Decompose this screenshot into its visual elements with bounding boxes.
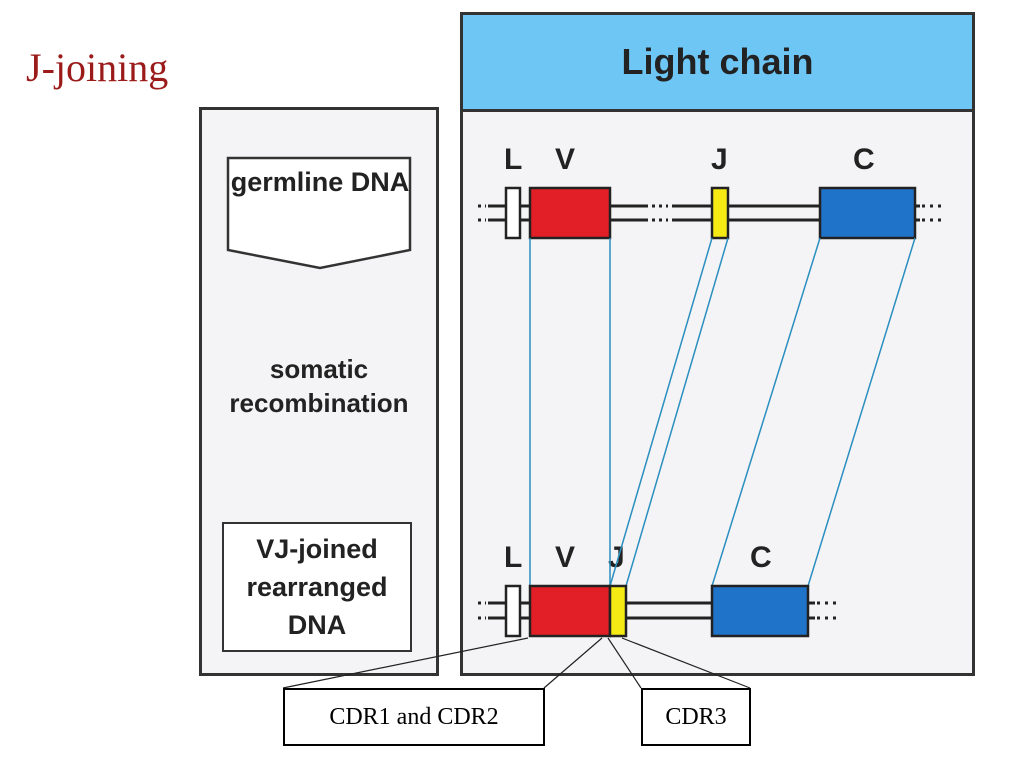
somatic-recombination-label: somatic recombination: [229, 354, 409, 418]
cdr3-callout: CDR3: [641, 688, 751, 746]
rearranged-v-segment: [528, 584, 612, 638]
germline-c-label: C: [853, 143, 875, 176]
germline-l-segment: [504, 186, 522, 240]
rearranged-j-segment: [608, 584, 628, 638]
germline-v-segment: [528, 186, 612, 240]
rearranged-l-label: L: [504, 541, 523, 574]
rearranged-c-segment: [710, 584, 810, 638]
rearranged-c-label: C: [750, 541, 772, 574]
rearranged-v-label: V: [555, 541, 576, 574]
rearranged-l-segment: [504, 584, 522, 638]
cdr1-cdr2-callout: CDR1 and CDR2: [283, 688, 545, 746]
light-chain-header: Light chain: [463, 15, 972, 112]
light-chain-panel: Light chain: [460, 12, 975, 676]
slide-title: J-joining: [26, 45, 169, 90]
germline-j-label: J: [711, 143, 728, 176]
germline-dna-label: germline DNA: [230, 167, 410, 197]
germline-arrow-shape: [226, 156, 412, 270]
germline-c-segment: [818, 186, 917, 240]
germline-j-segment: [710, 186, 730, 240]
process-steps-panel: germline DNA somatic recombination VJ-jo…: [199, 107, 439, 676]
germline-l-label: L: [504, 143, 523, 176]
vj-joined-rearranged-dna-label: VJ-joined rearranged DNA: [222, 522, 412, 652]
germline-v-label: V: [555, 143, 576, 176]
rearrangement-connectors: [529, 237, 916, 587]
cdr-callout-lines: [282, 637, 751, 689]
